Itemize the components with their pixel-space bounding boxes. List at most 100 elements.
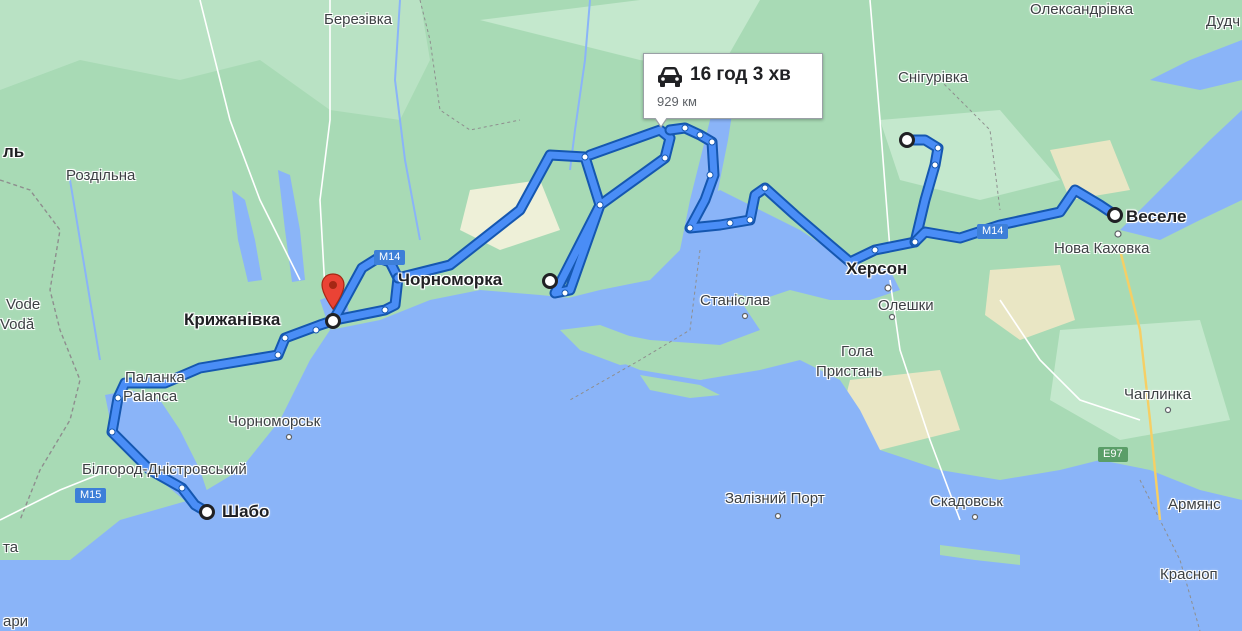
waypoint-marker-north[interactable] (899, 132, 915, 148)
town-dots (285, 230, 1172, 521)
waypoint-markers (199, 132, 1123, 520)
place-snihurivka: Снігурівка (898, 69, 969, 86)
via-point (706, 171, 714, 179)
via-point (761, 184, 769, 192)
road (869, 0, 891, 251)
via-point (561, 289, 569, 297)
town-dot (888, 313, 896, 321)
place-palanca: Palanca (123, 388, 178, 405)
waypoint-label-shabo[interactable]: Шабо (222, 502, 270, 521)
place-krasnoperekopsk: Красноп (1160, 566, 1218, 583)
via-point (274, 351, 282, 359)
route-segment-chornomorka (394, 126, 674, 297)
kakhovka-reservoir (1120, 110, 1242, 240)
region-border (419, 0, 521, 131)
reservoir-arm (1150, 40, 1242, 90)
via-point (108, 428, 116, 436)
place-oleksandrivka: Олександрівка (1030, 1, 1134, 18)
place-edge-vode: Vode (6, 296, 41, 313)
place-zaliznyi-port: Залізний Порт (725, 490, 825, 507)
road-shield-m14-west: M14 (374, 250, 406, 265)
road-shield-m14-east: M14 (977, 224, 1009, 239)
place-stanislav: Станіслав (700, 292, 771, 309)
waypoint-marker-chornomorka[interactable] (542, 273, 558, 289)
river (569, 0, 591, 171)
region-border (569, 249, 701, 401)
place-edge-voda: Vodă (0, 316, 35, 333)
place-oleshky: Олешки (878, 297, 934, 314)
place-berezivka: Березівка (324, 11, 392, 28)
dnipro-estuary (560, 190, 900, 300)
waypoint-label-vesele[interactable]: Веселе (1126, 207, 1187, 226)
via-point (708, 138, 716, 146)
waypoint-label-chornomorka[interactable]: Чорноморка (398, 270, 503, 289)
route-segment-vesele (911, 186, 1119, 246)
via-point (696, 131, 704, 139)
land-patch (880, 110, 1060, 200)
place-bilhorod-dnistrovskyi: Білгород-Дністровський (82, 461, 247, 478)
place-edge-ol: ль (3, 142, 25, 161)
road-shield-e97: E97 (1098, 447, 1128, 462)
place-rozdilna: Роздільна (66, 167, 136, 184)
road-shield-m15: M15 (75, 488, 107, 503)
town-dot (1164, 406, 1172, 414)
region-border (1139, 479, 1201, 631)
lagoon (278, 170, 305, 282)
land-patch (480, 0, 760, 70)
black-sea (0, 270, 1242, 631)
location-pin-icon[interactable] (320, 273, 346, 311)
route-duration: 16 год 3 хв (690, 64, 791, 85)
sand-area (985, 265, 1075, 340)
place-hola: Гола (841, 343, 874, 360)
car-icon (658, 67, 682, 87)
via-point (681, 124, 689, 132)
town-dot (774, 512, 782, 520)
via-point (312, 326, 320, 334)
via-point (661, 154, 669, 162)
waypoint-label-kryzhanivka[interactable]: Крижанівка (184, 310, 281, 329)
town-dot (971, 513, 979, 521)
waypoint-marker-kryzhanivka[interactable] (325, 313, 341, 329)
river (69, 179, 101, 361)
via-point (114, 394, 122, 402)
via-point (178, 484, 186, 492)
land-patch (1050, 320, 1230, 440)
place-chaplynka: Чаплинка (1124, 386, 1192, 403)
via-point (381, 306, 389, 314)
place-edge-ari: ари (3, 613, 29, 630)
via-point (281, 334, 289, 342)
via-point (581, 153, 589, 161)
e97-road (1118, 249, 1162, 521)
via-points (108, 124, 942, 492)
dniester-estuary (105, 390, 210, 505)
info-box-tail-inner (655, 117, 667, 126)
via-point (726, 219, 734, 227)
road (0, 469, 150, 521)
town-dot (1114, 230, 1122, 238)
waypoint-marker-vesele[interactable] (1107, 207, 1123, 223)
via-point (911, 238, 919, 246)
island (640, 375, 720, 398)
road (889, 279, 961, 521)
route-info-box[interactable]: 16 год 3 хв 929 км (643, 53, 823, 128)
road (319, 0, 331, 291)
place-prystan: Пристань (816, 363, 883, 380)
place-kherson: Херсон (846, 259, 908, 278)
road (999, 299, 1141, 421)
road (199, 0, 301, 281)
lagoon (232, 190, 262, 282)
place-edge-ta: та (3, 539, 19, 556)
waypoint-marker-shabo[interactable] (199, 504, 215, 520)
river (393, 0, 421, 241)
via-point (746, 216, 754, 224)
town-dot (884, 284, 892, 292)
place-palanka: Паланка (125, 369, 185, 386)
state-border (0, 179, 81, 521)
via-point (686, 224, 694, 232)
place-skadovsk: Скадовськ (930, 493, 1003, 510)
place-chornomorsk: Чорноморськ (228, 413, 321, 430)
via-point (934, 144, 942, 152)
via-point (596, 201, 604, 209)
